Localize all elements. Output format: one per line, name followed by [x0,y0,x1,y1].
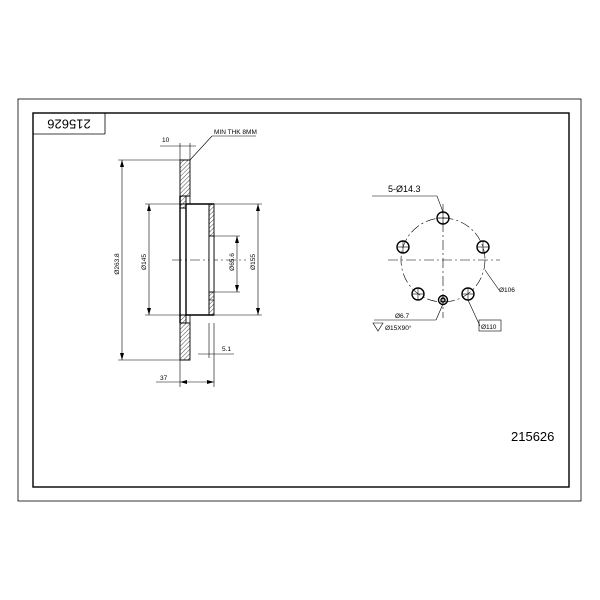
dim-hat-diameter: Ø145 [141,254,148,270]
title-block: 215626 [33,113,106,135]
title-block-part-number: 215626 [47,117,90,132]
dim-hub-step: 5.1 [222,346,231,353]
pitch-circle [400,217,486,303]
dim-small-hole: Ø6.7 [395,313,409,320]
small-hole-inner [440,297,446,303]
dim-outer-diameter: Ø263.8 [114,253,121,275]
note-min-thickness: MIN THK 8MM [214,129,257,136]
dim-bore-diameter: Ø65.6 [229,253,236,271]
front-view: 5-Ø14.3 Ø106 Ø110 Ø6.7 Ø15X90° [372,184,515,332]
hat-wall-lower [179,314,187,324]
countersink-symbol [372,322,384,332]
dim-pcd-inner: Ø106 [499,287,515,294]
dim-total-height: 37 [160,375,168,382]
part-number: 215626 [511,429,554,444]
dim-pcd-outer-box [478,319,502,332]
dim-hub-diameter: Ø155 [250,254,257,270]
hat-side-upper [179,203,187,209]
outer-frame [17,98,582,502]
dim-thickness-top: 10 [162,137,170,144]
dim-countersink: Ø15X90° [385,324,412,332]
inner-frame [32,112,570,488]
dim-holes: 5-Ø14.3 [388,184,421,194]
side-view: 10 MIN THK 8MM Ø263.8 Ø145 Ø65.6 Ø155 [114,129,262,387]
hat-wall-upper [179,195,187,205]
friction-ring-lower [179,322,191,361]
dim-pcd-outer: Ø110 [481,324,497,331]
friction-ring-upper [179,159,191,197]
